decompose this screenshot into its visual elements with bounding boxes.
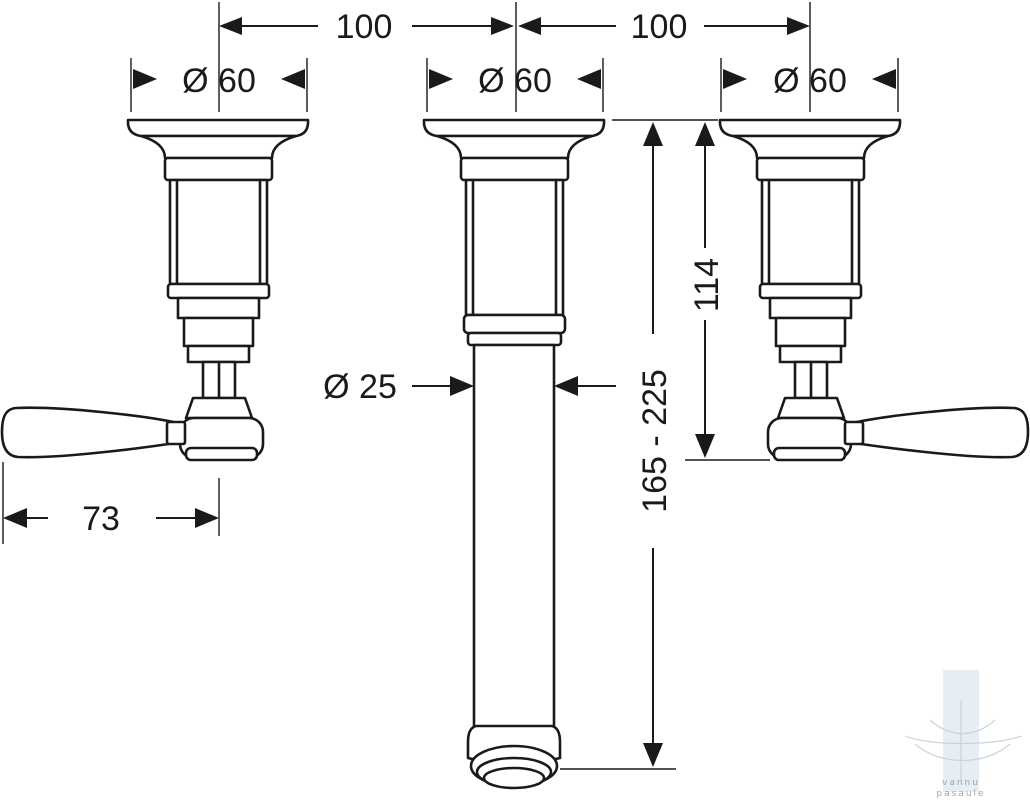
center-spout	[422, 118, 606, 790]
watermark-text-2: pasaule	[936, 789, 985, 799]
dia-center-label: Ø 60	[478, 62, 552, 100]
handle-height-label: 114	[688, 258, 726, 312]
dimension-spout-diameter	[412, 376, 616, 396]
dimension-rosette-diameters	[130, 58, 899, 112]
dimension-spout-length	[560, 122, 676, 770]
spout-length-label: 165 - 225	[636, 369, 674, 513]
dia-spout-label: Ø 25	[323, 368, 397, 406]
handle-reach-label: 73	[82, 500, 120, 538]
dimension-handle-height	[612, 119, 770, 461]
spacing-left-label: 100	[336, 8, 393, 46]
dia-right-label: Ø 60	[773, 62, 847, 100]
right-handle-valve	[718, 118, 1030, 462]
dimension-handle-reach	[2, 462, 220, 544]
dimension-spacing	[218, 2, 811, 112]
watermark-text: vannu	[942, 778, 980, 788]
spacing-right-label: 100	[631, 8, 688, 46]
watermark-logo: vannu pasaule	[904, 670, 1023, 799]
dia-left-label: Ø 60	[182, 62, 256, 100]
left-handle-valve	[0, 118, 310, 462]
